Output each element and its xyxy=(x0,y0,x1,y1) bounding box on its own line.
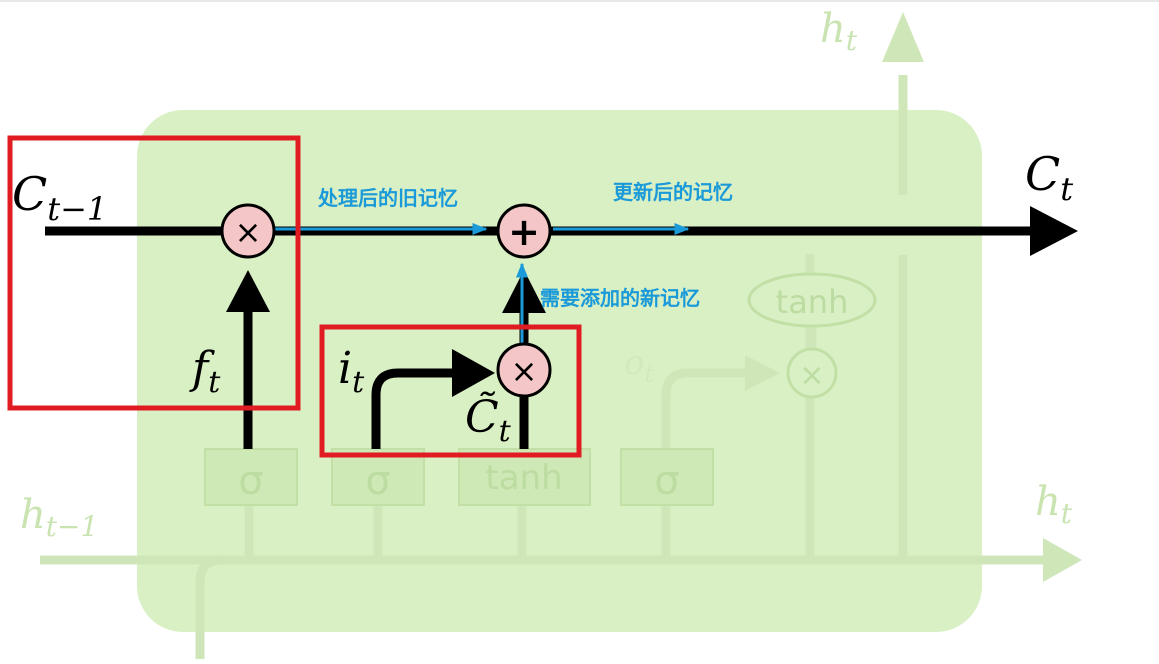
math-labels: Ct−1 Ct ft it C̃t xyxy=(12,147,1073,449)
input-gate-curve xyxy=(371,368,455,449)
h-output-arrowhead xyxy=(1043,538,1082,582)
c-next-label: Ct xyxy=(1025,147,1073,208)
o-t-label: ot xyxy=(624,343,654,388)
input-to-add-arrowhead xyxy=(502,270,546,313)
top-border xyxy=(0,0,1159,2)
forget-multiply-circle xyxy=(220,203,276,259)
cell-state-arrowhead xyxy=(1030,206,1078,256)
h-top-label: ht xyxy=(820,6,858,57)
input-gate-arrowhead xyxy=(452,349,495,397)
forget-multiply-symbol: × xyxy=(235,213,262,251)
processed-old-memory-text: 处理后的旧记忆 xyxy=(317,186,458,210)
input-highlight-box xyxy=(319,324,582,458)
x-input-line xyxy=(195,555,223,659)
forget-gate-sigma-box xyxy=(204,448,298,506)
output-multiply-circle xyxy=(786,347,838,399)
h-right-label: ht xyxy=(1035,479,1073,530)
forget-highlight-box xyxy=(7,135,301,411)
gate-boxes: σ σ tanh σ xyxy=(204,448,714,506)
candidate-tanh-label: tanh xyxy=(485,458,562,498)
c-tilde-label: C̃t xyxy=(465,390,512,449)
add-symbol: + xyxy=(508,210,540,254)
forget-gate-arrowhead xyxy=(226,270,270,312)
cell-tanh-label: tanh xyxy=(776,283,849,321)
add-circle xyxy=(496,203,552,259)
input-gate-sigma-label: σ xyxy=(365,458,390,504)
forget-gate-sigma-label: σ xyxy=(238,458,263,504)
cell-tanh-ellipse xyxy=(747,272,877,328)
output-multiply-symbol: × xyxy=(799,358,824,393)
annotations: 处理后的旧记忆 更新后的记忆 需要添加的新记忆 xyxy=(317,180,733,310)
c-prev-label: Ct−1 xyxy=(12,167,107,228)
output-gate-sigma-box xyxy=(620,448,714,506)
i-t-label: it xyxy=(338,343,365,400)
output-gate-arrowhead xyxy=(745,355,780,391)
memory-to-add-text: 需要添加的新记忆 xyxy=(540,286,700,310)
input-multiply-symbol: × xyxy=(511,352,538,390)
faded-labels: ht−1 ht ht ot xyxy=(20,6,1073,543)
h-prev-label: ht−1 xyxy=(20,492,98,543)
cell-background xyxy=(137,110,982,632)
input-multiply-circle xyxy=(496,342,552,398)
output-gate-sigma-label: σ xyxy=(654,458,679,504)
h-top-arrowhead xyxy=(882,12,924,62)
updated-memory-text: 更新后的记忆 xyxy=(613,180,733,204)
